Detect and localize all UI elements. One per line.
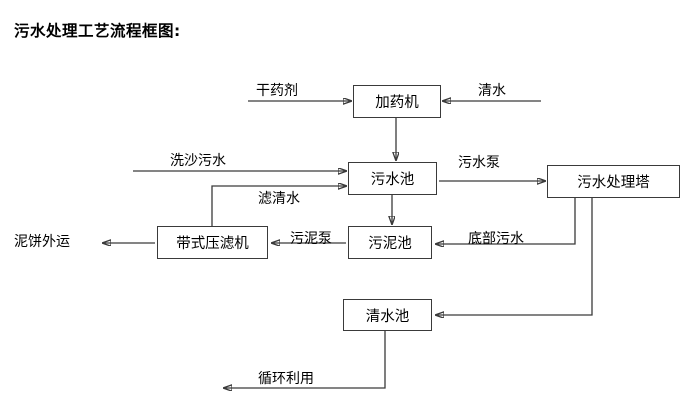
wire-tower-to-sludge-pool bbox=[436, 198, 576, 244]
edge-label-bottom-wastewater: 底部污水 bbox=[468, 231, 524, 247]
wire-tower-to-clear-water-pool bbox=[436, 198, 593, 315]
node-label: 带式压滤机 bbox=[176, 236, 249, 252]
node-label: 污水处理塔 bbox=[577, 175, 650, 191]
node-label: 污泥池 bbox=[368, 236, 412, 252]
edge-label-sand-wash-wastewater: 洗沙污水 bbox=[170, 153, 226, 169]
page-title: 污水处理工艺流程框图: bbox=[14, 22, 181, 40]
edge-label-clean-water: 清水 bbox=[478, 83, 506, 99]
edge-label-sludge-pump: 污泥泵 bbox=[290, 231, 332, 247]
wire-clear-water-to-recycle bbox=[224, 331, 386, 388]
node-treatment-tower[interactable]: 污水处理塔 bbox=[547, 165, 680, 198]
edge-label-filtered-clear-water: 滤清水 bbox=[258, 191, 300, 207]
wire-filtered-water-to-pool bbox=[211, 186, 346, 226]
node-dosing-machine[interactable]: 加药机 bbox=[353, 85, 441, 118]
edge-label-wastewater-pump: 污水泵 bbox=[458, 155, 500, 171]
edge-label-mud-cake-transport: 泥饼外运 bbox=[14, 234, 70, 250]
node-sludge-pool[interactable]: 污泥池 bbox=[348, 226, 432, 259]
node-label: 污水池 bbox=[370, 172, 415, 188]
node-label: 清水池 bbox=[365, 308, 410, 325]
node-label: 加药机 bbox=[375, 95, 419, 111]
edge-label-recycle-reuse: 循环利用 bbox=[258, 371, 314, 387]
node-wastewater-pool[interactable]: 污水池 bbox=[348, 162, 437, 195]
node-belt-filter-press[interactable]: 带式压滤机 bbox=[157, 226, 268, 259]
node-clear-water-pool[interactable]: 清水池 bbox=[343, 299, 432, 331]
edge-label-dry-agent: 干药剂 bbox=[256, 83, 298, 99]
